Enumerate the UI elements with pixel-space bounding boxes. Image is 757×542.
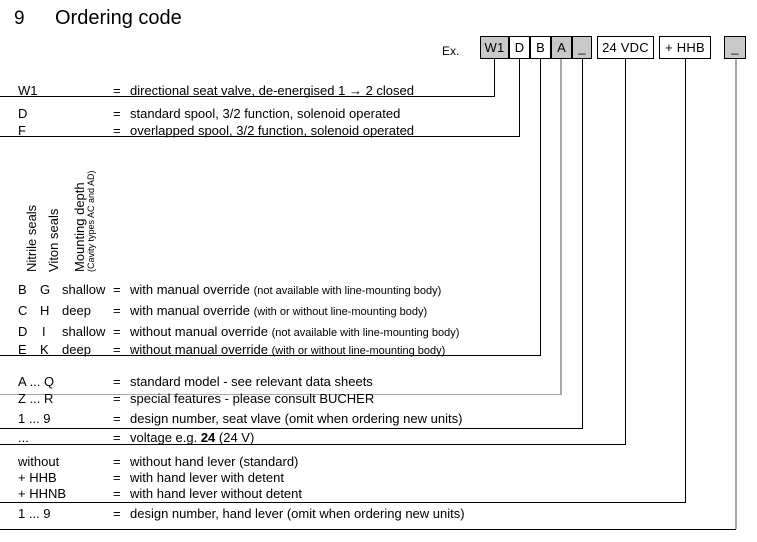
equals-spool-standard: =: [113, 106, 121, 121]
connector-seals-vertical: [540, 59, 541, 355]
desc-note-row-4: (with or without line-mounting body): [271, 345, 446, 357]
equals-lever-hhb: =: [113, 470, 121, 485]
code-label-model-special: Z ... R: [18, 391, 54, 406]
description-spool-overlapped: overlapped spool, 3/2 function, solenoid…: [130, 123, 415, 138]
code-label-lever-hhnb: + HHNB: [18, 486, 67, 501]
code-label-viton-k: K: [40, 342, 49, 357]
desc-main-row-2: with manual override: [130, 303, 254, 318]
equals-lever-without: =: [113, 454, 121, 469]
description-design-number-lever: design number, hand lever (omit when ord…: [130, 506, 465, 521]
equals-model-special: =: [113, 391, 121, 406]
desc-main-row-3: without manual override: [130, 324, 272, 339]
connector-hand-lever-vertical: [685, 59, 686, 502]
description-design-number-valve: design number, seat vlave (omit when ord…: [130, 411, 463, 426]
example-label: Ex.: [442, 44, 460, 58]
code-label-design-number-lever: 1 ... 9: [18, 506, 51, 521]
code-label-spool-standard: D: [18, 106, 28, 121]
description-seals-row-2: with manual override (with or without li…: [130, 303, 427, 318]
equals-model-standard: =: [113, 374, 121, 389]
code-box-voltage[interactable]: 24 VDC: [597, 36, 654, 59]
equals-lever-hhnb: =: [113, 486, 121, 501]
connector-model-horizontal: [0, 394, 562, 395]
description-lever-without: without hand lever (standard): [130, 454, 299, 469]
code-label-viton-g: G: [40, 282, 51, 297]
code-label-design-number-valve: 1 ... 9: [18, 411, 51, 426]
code-box-hand-lever[interactable]: + HHB: [659, 36, 711, 59]
description-lever-hhnb: with hand lever without detent: [130, 486, 302, 501]
depth-label-row-4: deep: [62, 342, 91, 357]
page-title: Ordering code: [55, 7, 182, 29]
voltage-desc-value: 24: [200, 430, 216, 445]
code-box-model[interactable]: A: [551, 36, 572, 59]
description-seals-row-3: without manual override (not available w…: [130, 324, 459, 339]
voltage-desc-post: (24 V): [215, 430, 255, 445]
code-label-viton-h: H: [40, 303, 50, 318]
equals-seals-row-2: =: [113, 303, 121, 318]
connector-hand-lever-horizontal: [0, 502, 686, 503]
desc-main-row-4: without manual override: [130, 342, 272, 357]
equals-valve-type: =: [113, 83, 121, 98]
description-spool-standard: standard spool, 3/2 function, solenoid o…: [130, 106, 401, 121]
connector-spool-type-vertical: [519, 59, 520, 136]
code-box-valve-type[interactable]: W1: [480, 36, 509, 59]
code-box-design-number-valve[interactable]: _: [572, 36, 592, 59]
code-label-voltage: ...: [18, 430, 29, 445]
section-number: 9: [14, 8, 25, 29]
code-box-seals[interactable]: B: [530, 36, 551, 59]
depth-label-row-1: shallow: [62, 282, 106, 297]
equals-seals-row-4: =: [113, 342, 121, 357]
code-label-lever-without: without: [18, 454, 60, 469]
description-model-standard: standard model - see relevant data sheet…: [130, 374, 373, 389]
equals-voltage: =: [113, 430, 121, 445]
connector-design-number-lever-horizontal: [0, 529, 736, 530]
connector-voltage-vertical: [625, 59, 626, 444]
code-label-lever-hhb: + HHB: [18, 470, 57, 485]
equals-design-number-lever: =: [113, 506, 121, 521]
description-seals-row-4: without manual override (with or without…: [130, 342, 445, 357]
connector-valve-type-vertical: [494, 59, 495, 96]
connector-design-number-valve-vertical: [582, 59, 583, 428]
voltage-desc-pre: voltage e.g.: [130, 430, 201, 445]
description-valve-type: directional seat valve, de-energised 1 →…: [130, 83, 414, 98]
equals-seals-row-3: =: [113, 324, 121, 339]
connector-design-number-lever-vertical: [735, 59, 737, 529]
vertical-label-mounting-depth: Mounting depth: [72, 182, 87, 272]
connector-voltage-horizontal: [0, 444, 626, 445]
equals-spool-overlapped: =: [113, 123, 121, 138]
code-label-valve-type: W1: [18, 83, 38, 98]
description-seals-row-1: with manual override (not available with…: [130, 282, 441, 297]
vertical-label-viton-seals: Viton seals: [46, 208, 61, 272]
code-box-design-number-lever[interactable]: _: [724, 36, 746, 59]
code-label-nitrile-b: B: [18, 282, 27, 297]
equals-design-number-valve: =: [113, 411, 121, 426]
vertical-label-cavity-types: (Cavity types AC and AD): [86, 170, 96, 272]
depth-label-row-2: deep: [62, 303, 91, 318]
desc-note-row-2: (with or without line-mounting body): [253, 306, 428, 318]
description-model-special: special features - please consult BUCHER: [130, 391, 375, 406]
connector-design-number-valve-horizontal: [0, 428, 583, 429]
equals-seals-row-1: =: [113, 282, 121, 297]
description-lever-hhb: with hand lever with detent: [130, 470, 284, 485]
code-label-spool-overlapped: F: [18, 123, 26, 138]
desc-main-row-1: with manual override: [130, 282, 254, 297]
depth-label-row-3: shallow: [62, 324, 106, 339]
code-box-spool-type[interactable]: D: [509, 36, 530, 59]
connector-model-vertical: [560, 59, 562, 394]
code-label-nitrile-e: E: [18, 342, 27, 357]
code-label-nitrile-c: C: [18, 303, 28, 318]
code-label-viton-i: I: [42, 324, 46, 339]
connector-seals-horizontal: [0, 355, 541, 356]
connector-valve-type-horizontal: [0, 96, 495, 97]
code-label-model-standard: A ... Q: [18, 374, 55, 389]
code-label-nitrile-d: D: [18, 324, 28, 339]
desc-note-row-1: (not available with line-mounting body): [253, 285, 442, 297]
vertical-label-nitrile-seals: Nitrile seals: [24, 204, 39, 272]
desc-note-row-3: (not available with line-mounting body): [271, 327, 460, 339]
description-voltage: voltage e.g. 24 (24 V): [130, 430, 254, 445]
connector-spool-type-horizontal: [0, 136, 520, 137]
